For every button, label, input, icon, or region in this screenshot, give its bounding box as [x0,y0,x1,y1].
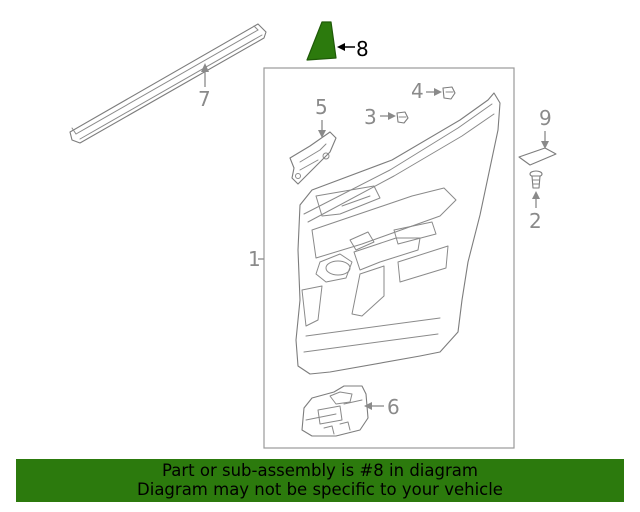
part-1-door-trim-panel [295,92,501,375]
notice-line-2: Diagram may not be specific to your vehi… [137,480,503,499]
highlighted-part-8 [306,21,337,61]
callout-6: 6 [364,395,400,419]
callout-number-8: 8 [356,37,369,61]
assembly-frame [263,67,515,449]
part-8-triangle-trim: 8 [306,21,369,61]
arrowhead-3 [388,112,396,120]
part-6-window-switch [301,385,369,437]
arrowhead-6 [364,402,372,410]
part-5-handle-bracket [289,131,337,185]
part-4-clip [442,86,456,100]
callout-9: 9 [539,106,552,149]
arrowhead-8 [337,43,345,51]
callout-number-1: 1 [248,247,261,271]
callout-5: 5 [315,95,328,138]
callout-number-7: 7 [198,87,211,111]
callout-number-2: 2 [529,209,542,233]
callout-7: 7 [198,63,211,111]
callout-4: 4 [411,79,442,103]
arrowhead-2 [532,191,540,199]
arrowhead-4 [434,88,442,96]
part-3-clip [396,111,409,124]
callout-2: 2 [529,191,542,233]
callout-number-4: 4 [411,79,424,103]
part-7-weatherstrip [69,23,267,144]
arrowhead-9 [541,141,549,149]
callout-number-6: 6 [387,395,400,419]
arrowhead-7 [201,63,209,72]
callout-1: 1 [248,247,264,271]
part-9-pad [518,147,557,166]
callout-number-5: 5 [315,95,328,119]
callout-number-9: 9 [539,106,552,130]
part-2-screw [529,170,543,189]
notice-line-1: Part or sub-assembly is #8 in diagram [162,461,478,480]
notice-banner: Part or sub-assembly is #8 in diagram Di… [16,459,624,502]
arrowhead-5 [318,130,326,138]
parts-diagram: 7 8 1 5 [69,21,557,449]
callout-number-3: 3 [364,105,377,129]
callout-3: 3 [364,105,396,129]
